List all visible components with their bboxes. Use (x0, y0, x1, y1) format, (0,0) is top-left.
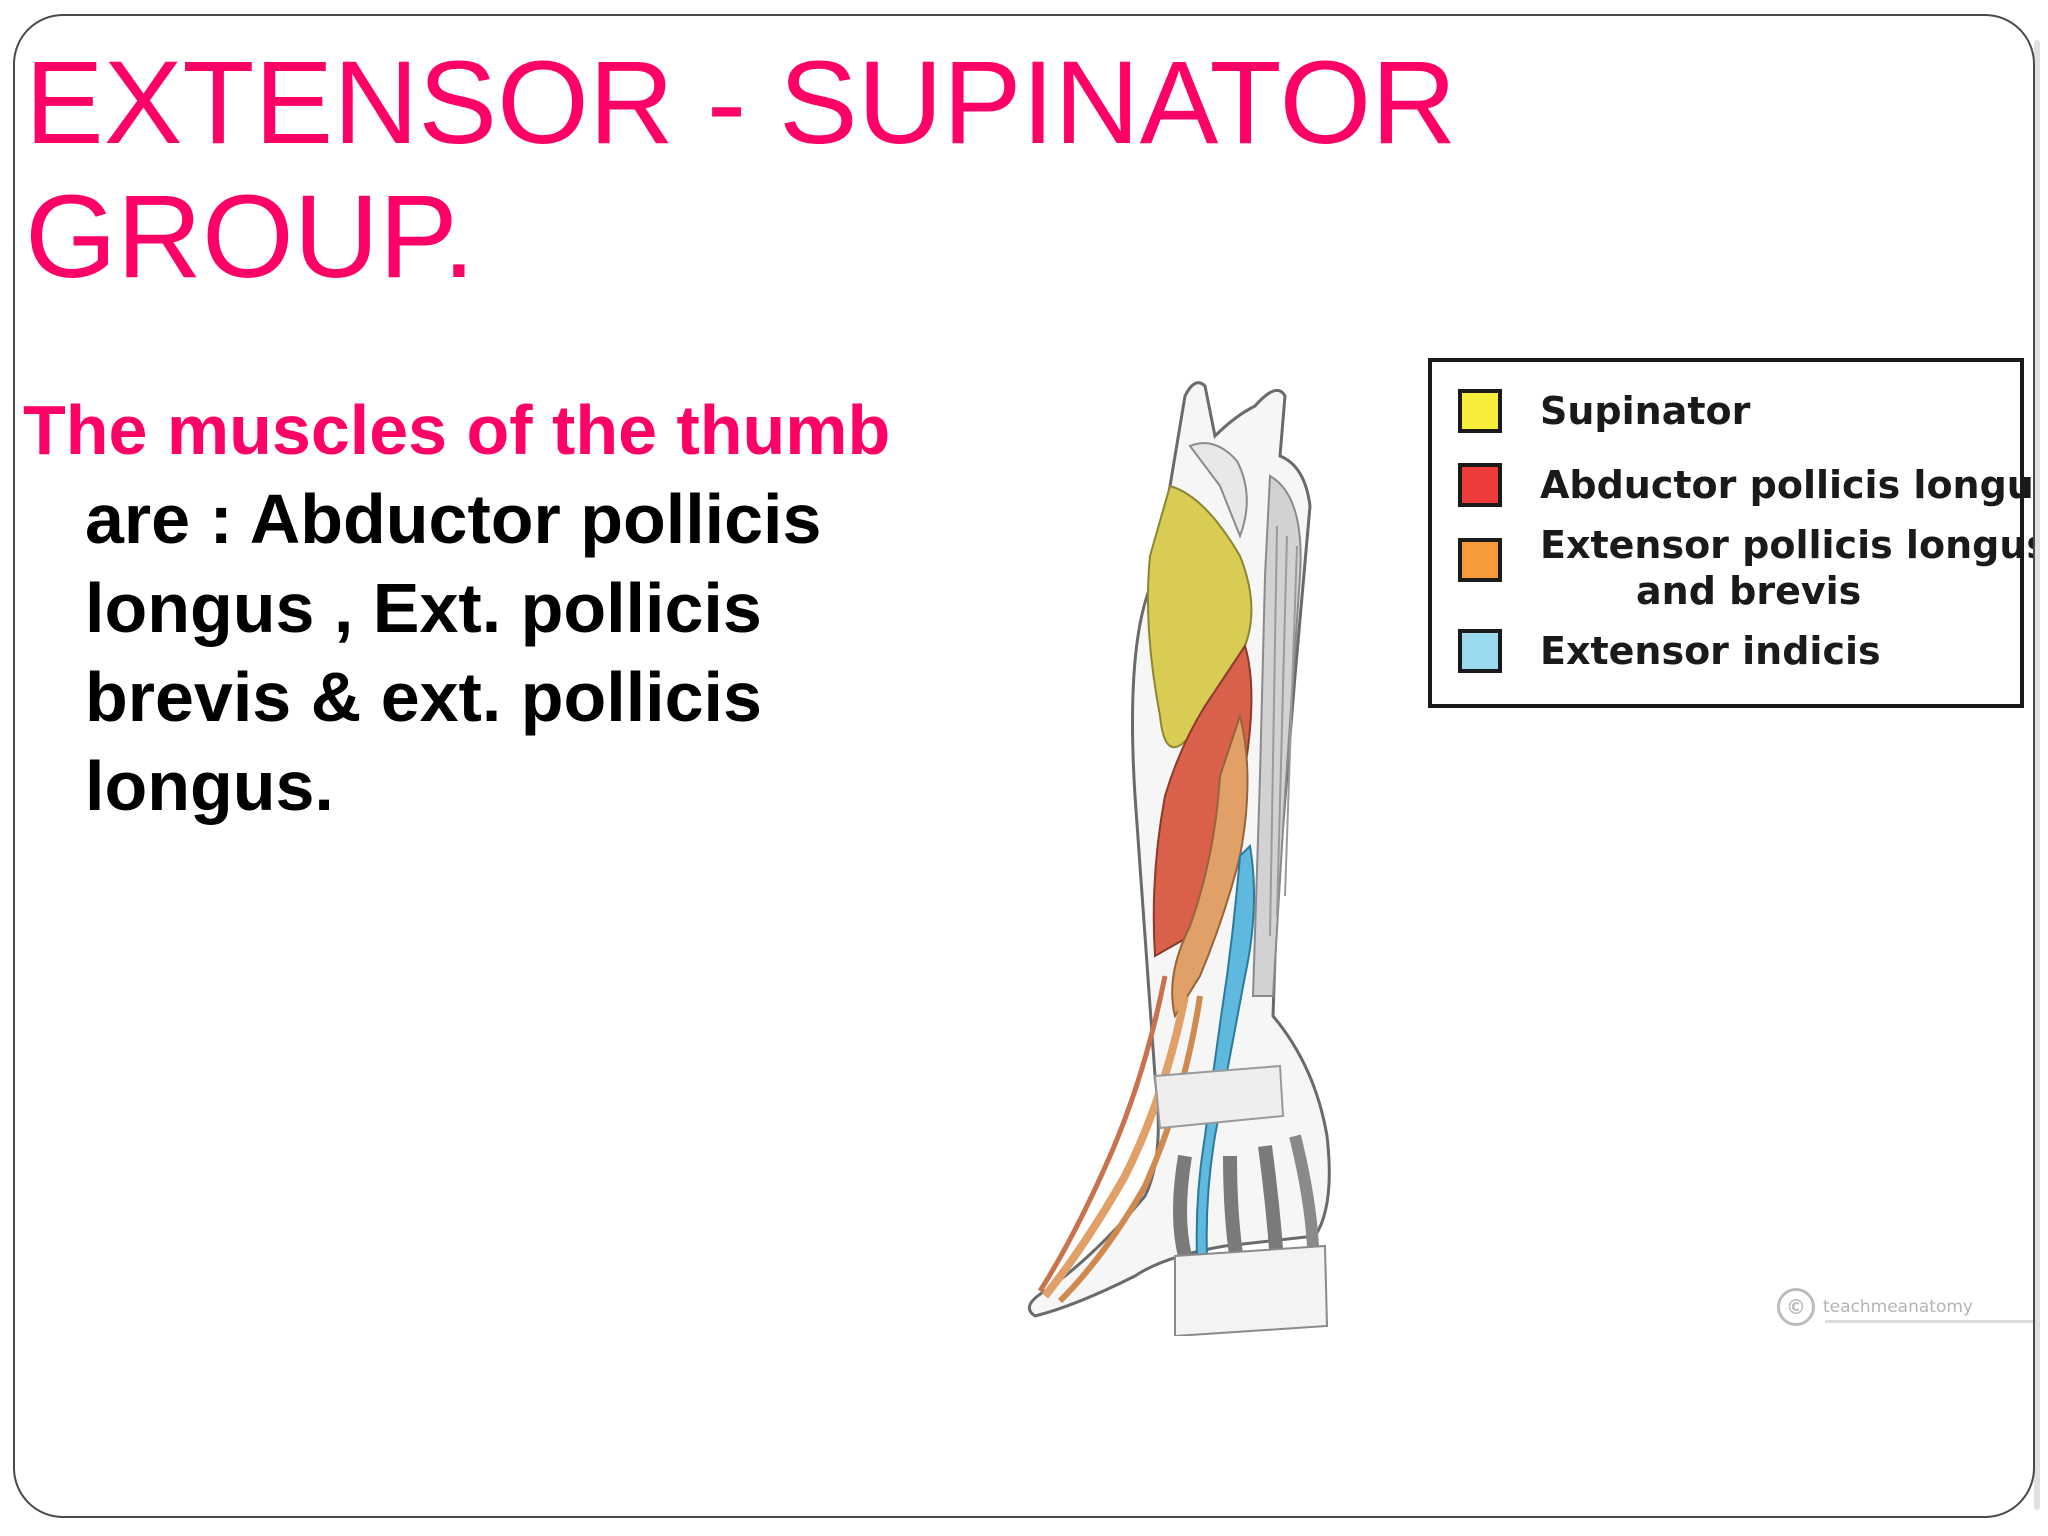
legend-label-extensor-pollicis-line1: Extensor pollicis longus (1540, 523, 2035, 567)
elbow-joint (1188, 442, 1248, 539)
legend-swatch-abductor (1458, 463, 1502, 507)
finger-bases (1174, 1244, 1329, 1336)
body-rest-text: are : Abductor pollicis longus , Ext. po… (85, 480, 822, 825)
thumb-tendon-2 (1057, 995, 1203, 1304)
metacarpal-4 (1289, 1134, 1319, 1247)
legend-label-supinator: Supinator (1540, 389, 1751, 433)
title-line-1: EXTENSOR - SUPINATOR (25, 37, 1457, 169)
copyright-icon: © (1777, 1288, 1815, 1326)
thumb-tendon-3 (1037, 975, 1168, 1293)
image-credit: © teachmeanatomy (1777, 1288, 2033, 1326)
ulna-shading (1251, 474, 1302, 997)
slide-title: EXTENSOR - SUPINATOR GROUP. (25, 36, 1525, 304)
legend-swatch-supinator (1458, 389, 1502, 433)
wrist-retinaculum (1153, 1064, 1285, 1130)
muscle-stripes (1269, 525, 1298, 937)
metacarpal-2 (1223, 1155, 1244, 1263)
thumb-tendon-1 (1041, 995, 1189, 1299)
legend-label-extensor-pollicis-line2: and brevis (1636, 569, 1862, 613)
slide: EXTENSOR - SUPINATOR GROUP. The muscles … (13, 14, 2035, 1518)
body-paragraph: The muscles of the thumb are : Abductor … (23, 386, 965, 831)
metacarpal-1 (1173, 1154, 1192, 1258)
legend-label-abductor: Abductor pollicis longus (1540, 463, 2035, 507)
legend-label-extensor-pollicis: Extensor pollicis longus and brevis (1540, 522, 2035, 614)
legend-label-extensor-indicis: Extensor indicis (1540, 629, 1881, 673)
credit-subline (1825, 1320, 2033, 1323)
body-lead-text: The muscles of the thumb (23, 391, 891, 469)
legend-swatch-extensor-pollicis (1458, 538, 1502, 582)
credit-text: teachmeanatomy (1823, 1297, 1973, 1317)
slide-shadow (2034, 40, 2040, 1510)
legend: Supinator Abductor pollicis longus Exten… (1428, 358, 2033, 708)
title-line-2: GROUP. (25, 171, 476, 303)
extensor-pollicis-muscle (1171, 712, 1249, 1019)
legend-swatch-extensor-indicis (1458, 629, 1502, 673)
forearm-illustration (1027, 381, 1331, 1336)
